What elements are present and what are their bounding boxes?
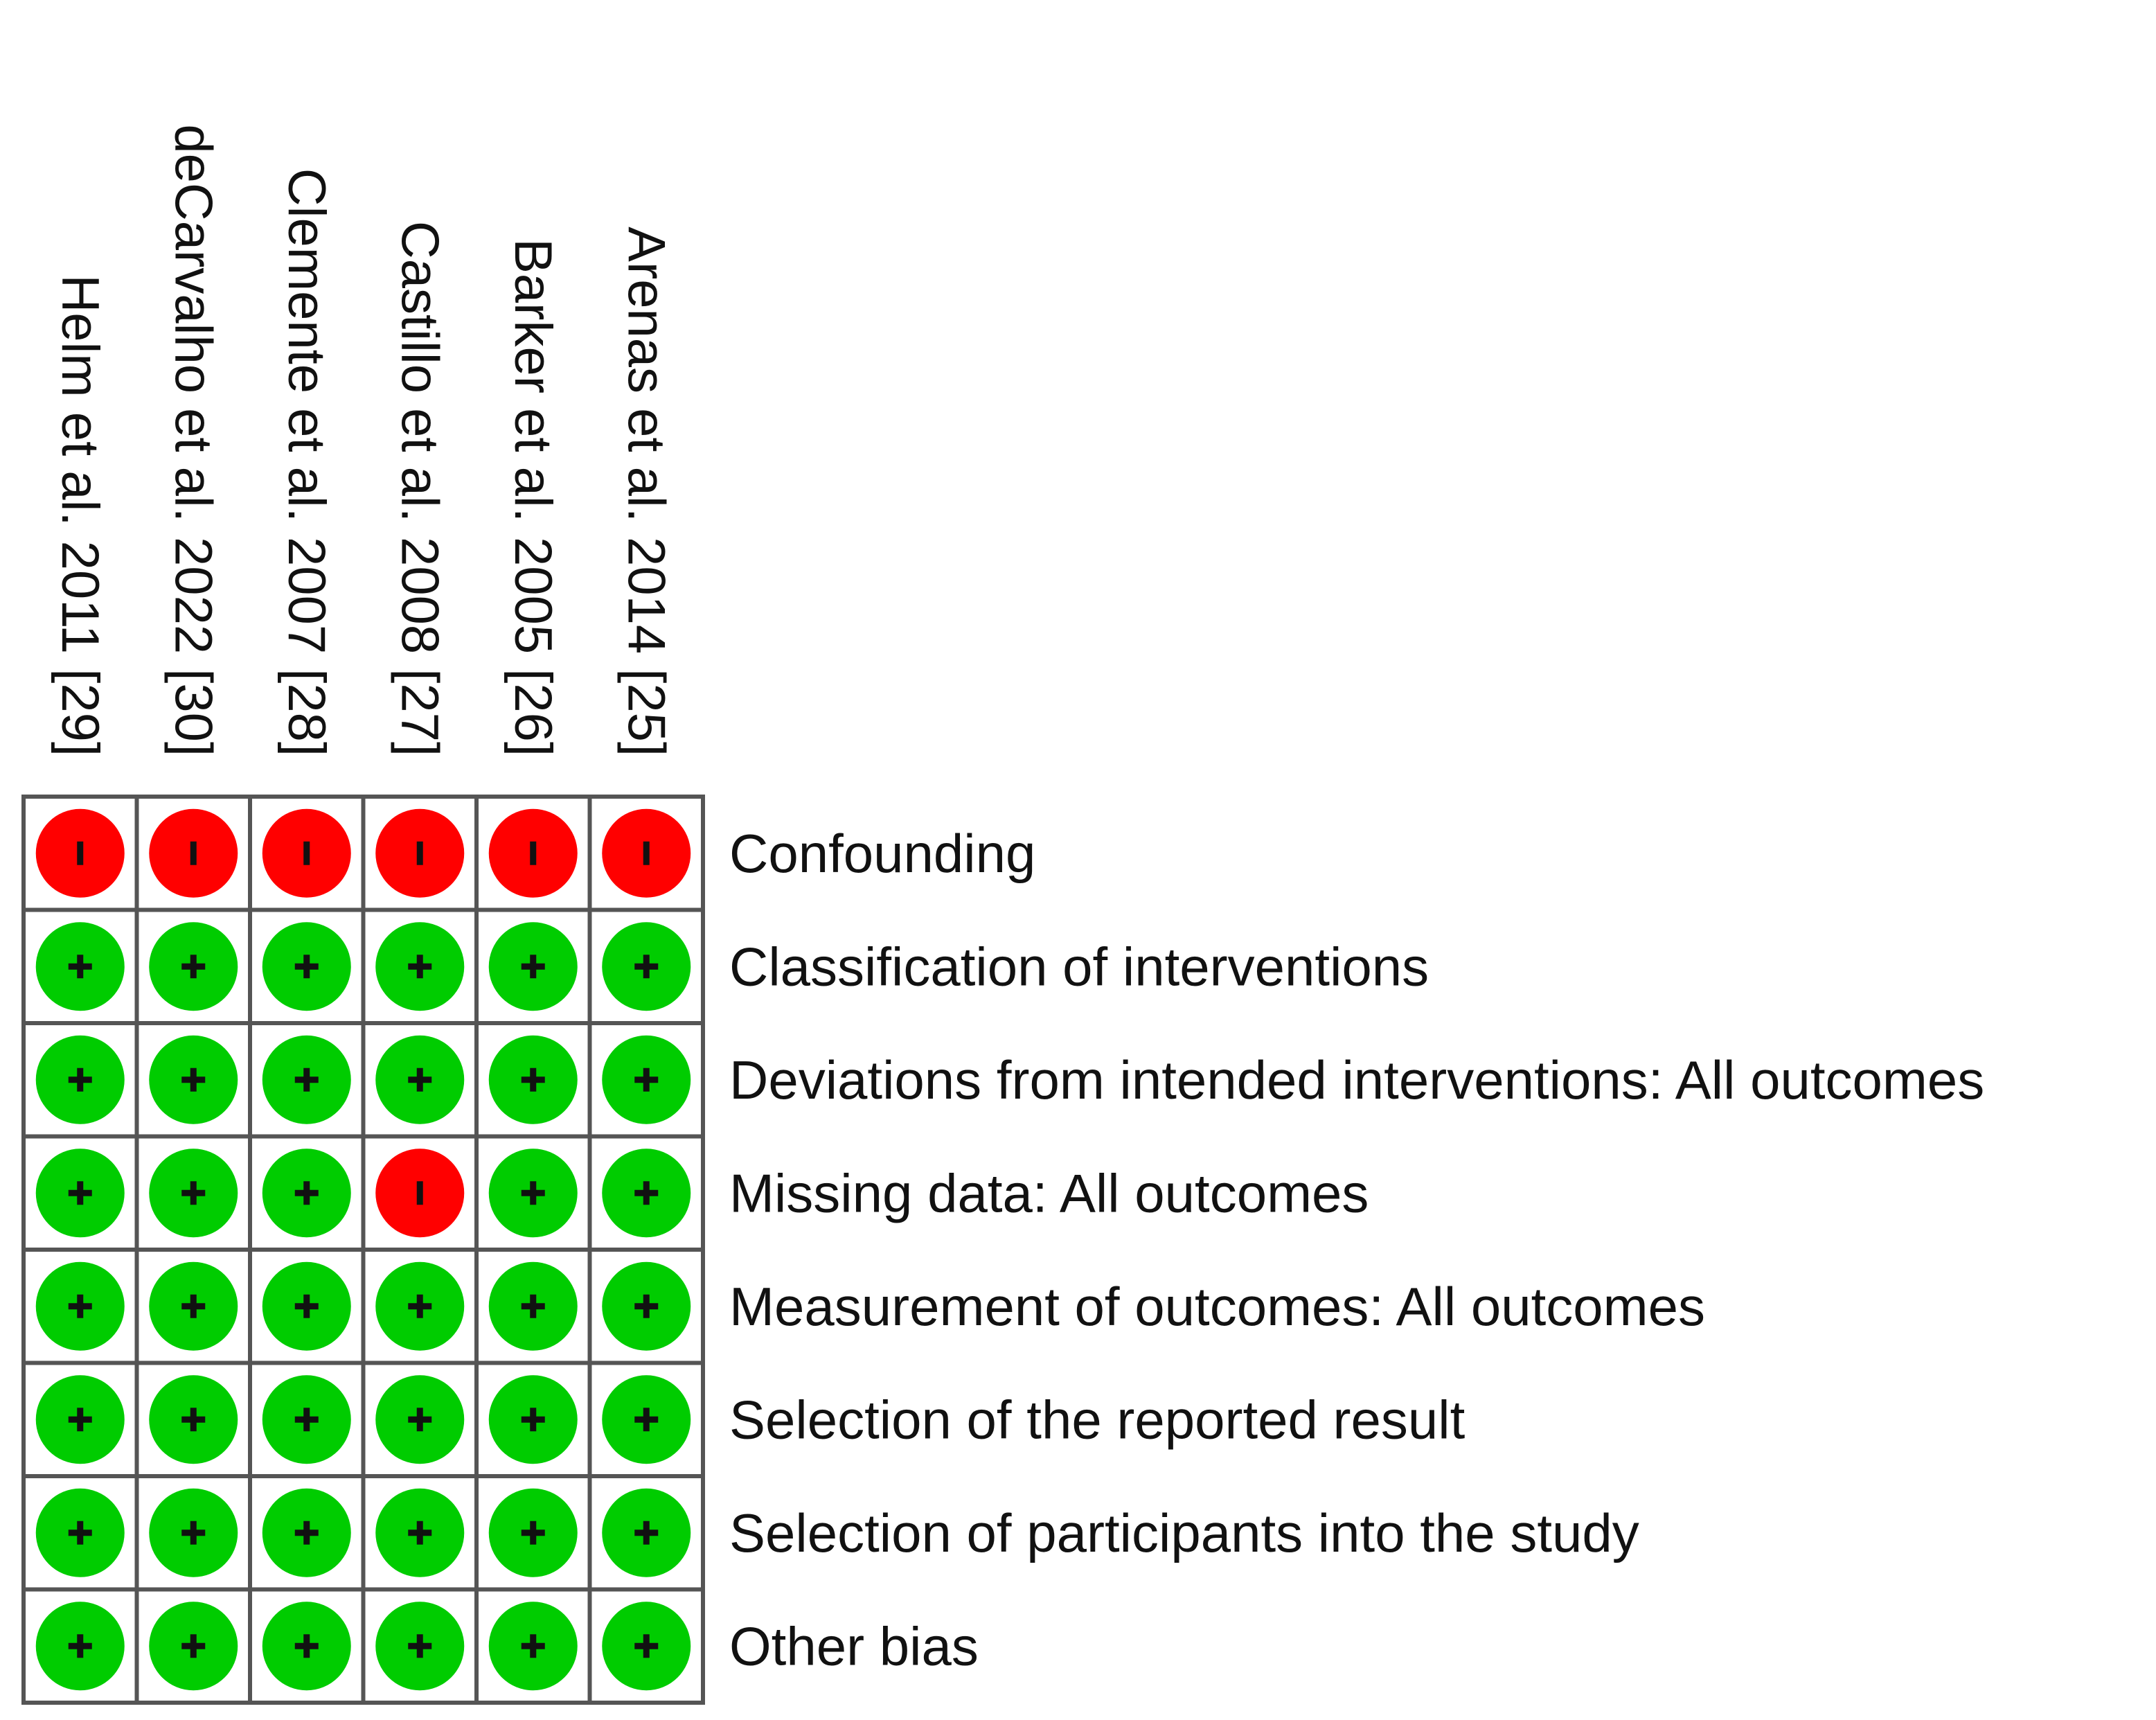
minus-icon [416,1181,423,1205]
study-label: Castillo et al. 2008 [27] [390,221,449,756]
plus-icon [77,1520,84,1545]
plus-icon [530,1067,537,1092]
plus-icon [530,1408,537,1432]
plus-icon [530,955,537,979]
plus-icon [190,1408,197,1432]
minus-icon [190,841,197,865]
plus-icon [643,1408,650,1432]
plus-icon [643,1634,650,1658]
plus-icon [303,1294,310,1318]
judgement-grid [21,795,705,1705]
plus-icon [530,1181,537,1205]
minus-icon [643,841,650,865]
study-label: Arenas et al. 2014 [25] [616,227,675,756]
plus-icon [416,1067,423,1092]
domain-label: Classification of interventions [729,936,1429,997]
plus-icon [303,1634,310,1658]
domain-label: Missing data: All outcomes [729,1162,1369,1223]
plus-icon [416,1294,423,1318]
minus-icon [416,841,423,865]
plus-icon [530,1294,537,1318]
plus-icon [416,1520,423,1545]
plus-icon [190,1294,197,1318]
plus-icon [416,955,423,979]
plus-icon [643,1520,650,1545]
plus-icon [77,1181,84,1205]
plus-icon [190,1181,197,1205]
plus-icon [190,1634,197,1658]
minus-icon [303,841,310,865]
plus-icon [77,955,84,979]
plus-icon [643,1294,650,1318]
domain-label: Other bias [729,1615,979,1676]
domain-label: Measurement of outcomes: All outcomes [729,1276,1705,1337]
plus-icon [77,1067,84,1092]
domain-label: Selection of the reported result [729,1389,1465,1450]
plus-icon [643,1067,650,1092]
plus-icon [303,955,310,979]
plus-icon [190,1067,197,1092]
minus-icon [530,841,537,865]
domain-label: Selection of participants into the study [729,1502,1639,1563]
plus-icon [530,1634,537,1658]
plus-icon [77,1634,84,1658]
plus-icon [416,1408,423,1432]
plus-icon [416,1634,423,1658]
plus-icon [303,1181,310,1205]
plus-icon [643,1181,650,1205]
plus-icon [77,1408,84,1432]
plus-icon [303,1067,310,1092]
study-label: Barker et al. 2005 [26] [504,238,562,756]
study-label: Clemente et al. 2007 [28] [277,168,336,756]
minus-icon [77,841,84,865]
study-label: deCarvalho et al. 2022 [30] [163,124,222,756]
plus-icon [190,1520,197,1545]
study-labels: Helm et al. 2011 [29] deCarvalho et al. 2… [51,124,676,756]
plus-icon [303,1520,310,1545]
plus-icon [303,1408,310,1432]
plus-icon [643,955,650,979]
plus-icon [530,1520,537,1545]
domain-label: Deviations from intended interventions: … [729,1049,1984,1110]
study-label: Helm et al. 2011 [29] [51,274,109,756]
plus-icon [77,1294,84,1318]
plus-icon [190,955,197,979]
domain-label: Confounding [729,823,1035,884]
